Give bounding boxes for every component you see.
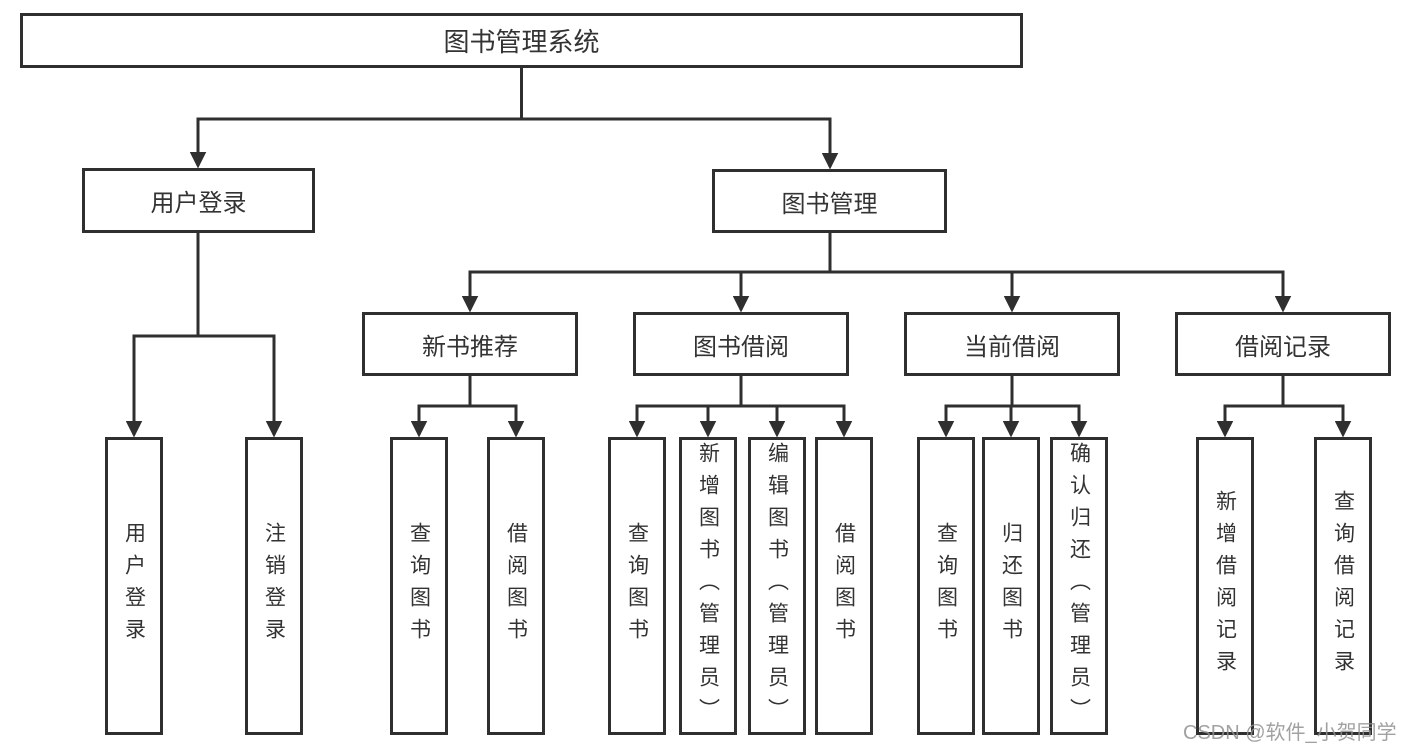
node-leaf-query-books-3: 查询图书 [917, 437, 975, 735]
node-label: 查询图书 [407, 522, 431, 650]
node-root-library-system: 图书管理系统 [20, 13, 1023, 68]
node-label: 新书推荐 [422, 333, 518, 361]
node-leaf-query-borrow-record: 查询借阅记录 [1314, 437, 1372, 735]
csdn-watermark: CSDN @软件_小贺同学 [1183, 722, 1397, 744]
node-label: 借阅图书 [832, 522, 856, 650]
node-leaf-user-login: 用户登录 [105, 437, 163, 735]
node-leaf-query-books-1: 查询图书 [390, 437, 448, 735]
node-borrowing-records: 借阅记录 [1175, 312, 1391, 376]
node-label: 确认归还（管理员） [1067, 442, 1091, 730]
node-label: 注销登录 [262, 522, 286, 650]
node-leaf-borrow-books-2: 借阅图书 [815, 437, 873, 735]
node-leaf-edit-books-admin: 编辑图书（管理员） [748, 437, 806, 735]
node-leaf-query-books-2: 查询图书 [608, 437, 666, 735]
node-book-borrowing: 图书借阅 [633, 312, 849, 376]
node-label: 编辑图书（管理员） [765, 442, 789, 730]
node-user-login-branch: 用户登录 [82, 168, 315, 233]
node-leaf-add-borrow-record: 新增借阅记录 [1196, 437, 1254, 735]
node-label: 图书管理 [781, 190, 878, 218]
node-leaf-return-books: 归还图书 [982, 437, 1040, 735]
node-label: 归还图书 [999, 522, 1023, 650]
node-label: 查询图书 [625, 522, 649, 650]
node-label: 用户登录 [150, 190, 247, 217]
node-label: 图书管理系统 [443, 27, 600, 57]
node-label: 用户登录 [122, 522, 146, 650]
node-book-management-branch: 图书管理 [712, 169, 947, 233]
node-leaf-logout: 注销登录 [245, 437, 303, 735]
node-new-book-recommend: 新书推荐 [362, 312, 578, 376]
node-label: 查询借阅记录 [1331, 490, 1355, 682]
node-label: 借阅记录 [1235, 333, 1331, 361]
node-label: 借阅图书 [504, 522, 528, 650]
node-leaf-confirm-return-admin: 确认归还（管理员） [1050, 437, 1108, 735]
node-leaf-borrow-books-1: 借阅图书 [487, 437, 545, 735]
node-label: 查询图书 [934, 522, 958, 650]
node-label: 新增图书（管理员） [696, 442, 720, 730]
node-leaf-add-books-admin: 新增图书（管理员） [679, 437, 737, 735]
node-current-borrowing: 当前借阅 [904, 312, 1120, 376]
node-label: 当前借阅 [964, 333, 1060, 361]
node-label: 新增借阅记录 [1213, 490, 1237, 682]
node-label: 图书借阅 [693, 333, 789, 361]
